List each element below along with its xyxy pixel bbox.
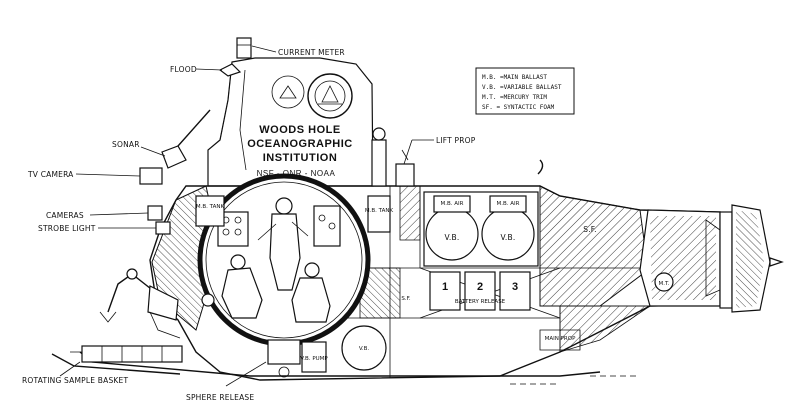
label-sf-aft: S.F. [583, 225, 596, 234]
callout-tv-camera: TV CAMERA [27, 170, 74, 179]
crew-observer-left [221, 254, 263, 319]
label-mb-air-2: M.B. AIR [497, 201, 520, 207]
legend: M.B. =MAIN BALLAST V.B. =VARIABLE BALLAS… [475, 67, 575, 115]
battery-1 [429, 271, 461, 311]
crew-pilot [257, 197, 309, 291]
callout-rotating-sample-basket: ROTATING SAMPLE BASKET [22, 376, 128, 385]
camera-icon [147, 205, 163, 221]
strobe-light-icon [155, 221, 171, 235]
label-vb-2: V.B. [501, 233, 516, 242]
sail-text-woods-hole: WOODS HOLE [259, 124, 340, 136]
label-vb-pump: V.B. PUMP [300, 356, 328, 362]
wreath-emblem-icon [271, 75, 305, 109]
callout-lift-prop: LIFT PROP [436, 136, 476, 145]
woods-hole-seal-icon [307, 73, 353, 119]
camera-cluster [139, 167, 171, 235]
vb-pump-icon [301, 341, 327, 373]
label-battery-release: BATTERY RELEASE [455, 299, 506, 305]
callout-current-meter: CURRENT METER [278, 48, 345, 57]
callout-sonar: SONAR [112, 140, 140, 149]
tv-camera-icon [139, 167, 163, 185]
label-mb-air-1: M.B. AIR [441, 201, 464, 207]
label-sf-low: S.F. [401, 296, 411, 302]
internal-labels: M.B. TANK M.B. TANK M.B. AIR M.B. AIR V.… [196, 201, 670, 362]
battery-3 [499, 271, 531, 311]
callout-cameras: CAMERAS [46, 211, 84, 220]
sonar-icon [161, 145, 187, 169]
sail-text-institution: INSTITUTION [263, 152, 338, 164]
manipulator-arm [99, 268, 181, 339]
vb-sphere-lower [341, 325, 387, 371]
sail: WOODS HOLE OCEANOGRAPHIC INSTITUTION NSF… [161, 37, 374, 187]
sphere-release-icon [267, 339, 301, 365]
ballast-tanks [195, 191, 581, 373]
mercury-trim-icon [654, 272, 674, 292]
callout-sphere-release: SPHERE RELEASE [186, 393, 254, 402]
callouts: CURRENT METER FLOOD SONAR TV CAMERA CAME… [22, 45, 476, 402]
label-mt: M.T. [659, 281, 670, 287]
sample-basket [51, 345, 183, 375]
lift-prop [371, 127, 544, 187]
label-battery-1: 1 [442, 281, 448, 293]
label-mb-tank-right: M.B. TANK [365, 208, 394, 214]
sail-text-oceanographic: OCEANOGRAPHIC [247, 138, 353, 150]
legend-mercury-trim: M.T. =MERCURY TRIM [482, 94, 547, 101]
pressure-sphere [197, 173, 371, 378]
lift-prop-icon [372, 127, 386, 141]
label-vb-low: V.B. [359, 346, 370, 352]
legend-variable-ballast: V.B. =VARIABLE BALLAST [482, 84, 562, 91]
label-main-prop: MAIN PROP [545, 336, 576, 342]
label-vb-1: V.B. [445, 233, 460, 242]
label-battery-3: 3 [512, 281, 518, 293]
legend-main-ballast: M.B. =MAIN BALLAST [482, 74, 547, 81]
flood-valve-icon [218, 63, 242, 77]
viewport-icon [201, 293, 215, 307]
legend-syntactic-foam: SF. = SYNTACTIC FOAM [482, 104, 555, 111]
label-battery-2: 2 [477, 281, 483, 293]
crew-observer-right [291, 262, 331, 323]
callout-flood: FLOOD [170, 65, 197, 74]
current-meter-icon [236, 37, 252, 59]
battery-2 [464, 271, 496, 311]
tail-cone-icon [769, 257, 784, 267]
callout-strobe-light: STROBE LIGHT [38, 224, 96, 233]
sail-text-sponsors: NSF - ONR - NOAA [257, 169, 336, 178]
label-mb-tank-left: M.B. TANK [196, 204, 225, 210]
